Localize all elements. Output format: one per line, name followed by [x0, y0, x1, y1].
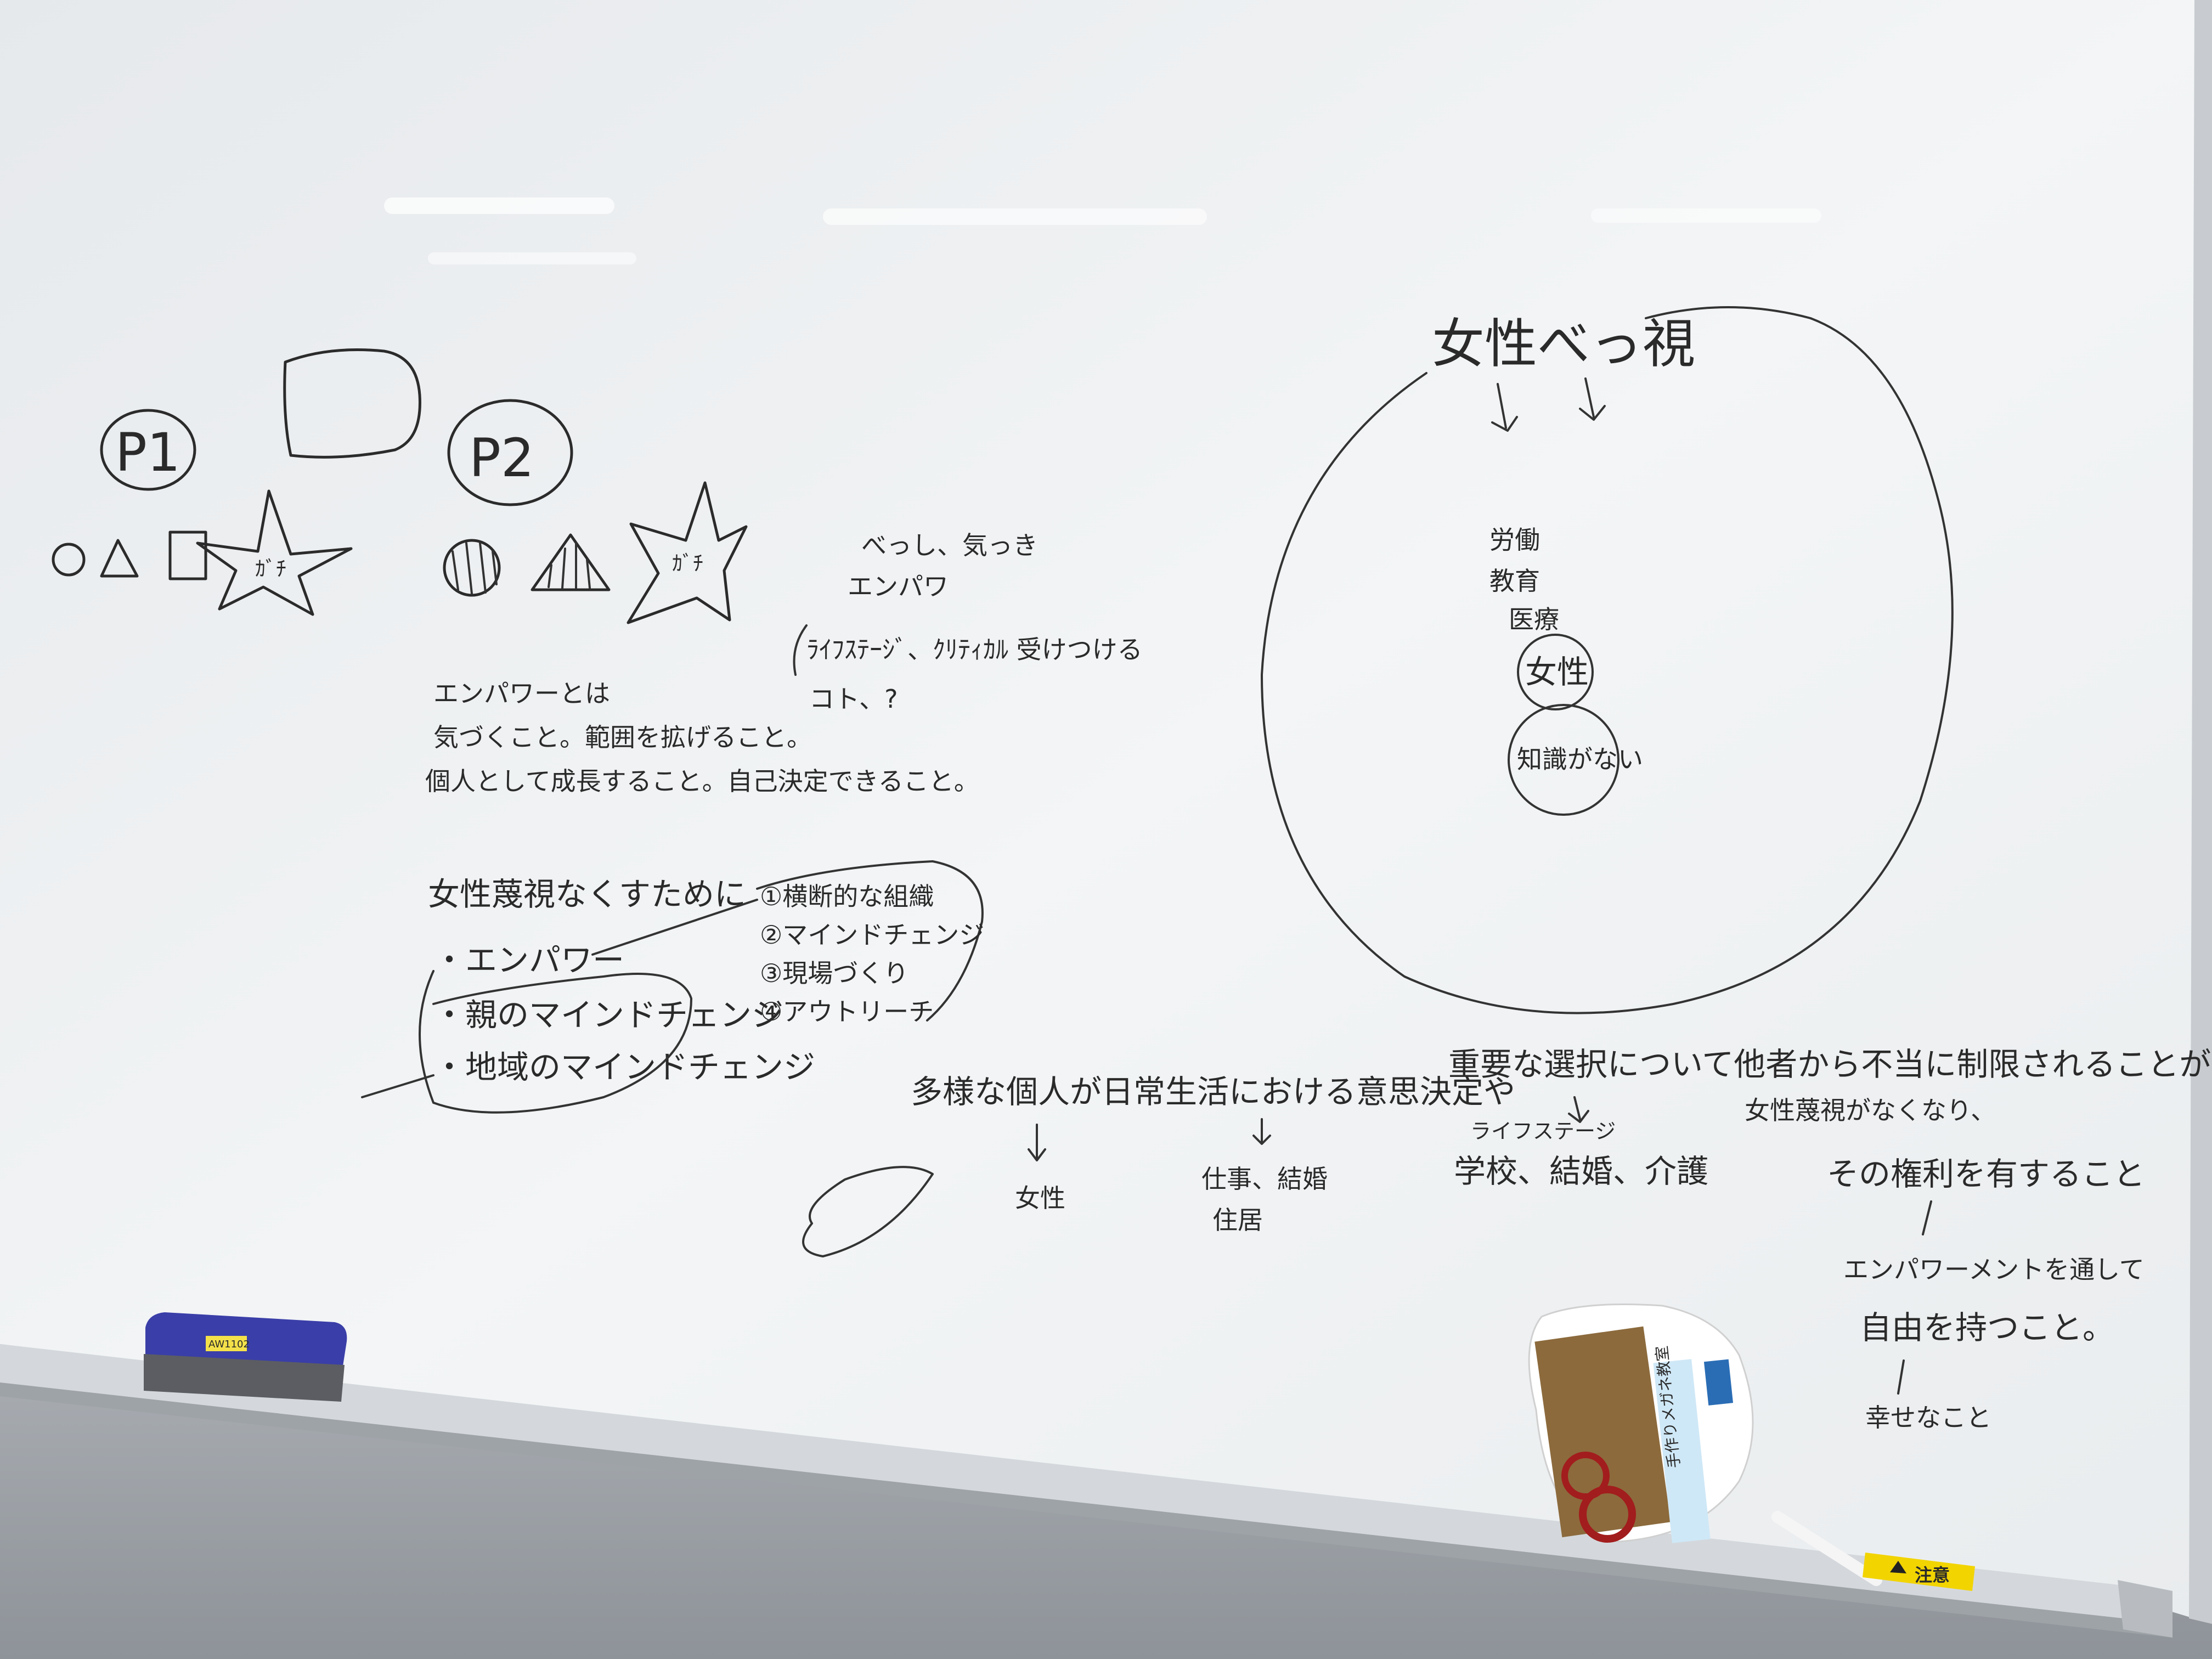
circle-item2: 教育 — [1489, 566, 1540, 596]
board-frame-right — [2189, 0, 2212, 1624]
plan-list3: ③現場づくり — [760, 958, 909, 988]
bottom-right1: その権利を有すること — [1827, 1155, 2145, 1193]
circle-diagram: 女性べっ視 労働 教育 医療 女性 知識がない — [1261, 306, 1954, 1014]
plan-heading: 女性蔑視なくすために — [428, 876, 746, 913]
plan-connector — [361, 899, 758, 1098]
definition-line2: 個人として成長すること。自己決定できること。 — [425, 766, 979, 796]
arrow-down-icon — [1028, 1124, 1046, 1161]
connector-line — [1922, 1200, 1932, 1235]
star-1: ｶﾞﾁ — [196, 489, 353, 616]
star-2-mark: ｶﾞﾁ — [672, 551, 703, 575]
plan-section: 女性蔑視なくすために ・エンパワー ・親のマインドチェンジ ・地域のマインドチェ… — [361, 860, 984, 1114]
arrow-down-icon — [1491, 383, 1518, 432]
list-loop — [756, 860, 984, 1022]
hatched-circle — [443, 539, 501, 597]
caution-sticker: 注意 — [1863, 1553, 1975, 1591]
node-circle-1 — [1517, 634, 1594, 710]
warning-icon — [1890, 1561, 1906, 1573]
bottom-right4: 幸せなこと — [1865, 1403, 1991, 1432]
bottom-right3: 自由を持つこと。 — [1860, 1309, 2114, 1346]
scribble — [802, 1166, 934, 1257]
bottom-under2b: 住居 — [1212, 1205, 1263, 1235]
definition-heading: エンパワーとは — [433, 679, 610, 708]
arrow-down-icon — [1252, 1118, 1271, 1145]
marker-tray — [0, 1344, 2172, 1624]
square-shape — [168, 531, 207, 580]
circle-title: 女性べっ視 — [1432, 313, 1695, 375]
light-reflection — [823, 208, 1207, 225]
glasses-icon — [1579, 1486, 1636, 1543]
whiteboard-surface — [0, 0, 2212, 1624]
plan-bullet1: ・エンパワー — [433, 941, 624, 979]
bottom-sentence2: 重要な選択について他者から不当に制限されることがない — [1448, 1046, 2212, 1083]
p2-label: P2 — [469, 427, 534, 489]
arrow-down-icon — [1568, 1096, 1589, 1123]
center-notes-line2: エンパワ — [848, 572, 949, 601]
bottom-right2: エンパワーメントを通して — [1843, 1255, 2145, 1284]
star-2-shape — [627, 481, 748, 624]
plan-list4: ④アウトリーチ — [760, 997, 934, 1026]
center-notes: べっし、気っき エンパワ ﾗｲﾌｽﾃｰｼﾞ、ｸﾘﾃｨｶﾙ 受けつける コト、? — [793, 531, 1143, 714]
caution-label: 注意 — [1915, 1565, 1950, 1585]
circle-node2: 知識がない — [1517, 744, 1643, 774]
definition-line1: 気づくこと。範囲を拡げること。 — [433, 723, 812, 752]
big-circle — [1261, 306, 1954, 1014]
star-1-mark: ｶﾞﾁ — [255, 557, 286, 581]
rounded-square-shape — [283, 348, 421, 459]
p1-circle — [100, 409, 196, 491]
star-1-shape — [196, 489, 353, 616]
center-notes-line3: ﾗｲﾌｽﾃｰｼﾞ、ｸﾘﾃｨｶﾙ 受けつける — [806, 635, 1143, 664]
bottom-under3: 学校、結婚、介護 — [1454, 1153, 1708, 1190]
plan-loop — [419, 970, 692, 1114]
p1-label: P1 — [115, 422, 180, 483]
p2-group: P2 — [447, 399, 573, 506]
plan-bullet2: ・親のマインドチェンジ — [433, 996, 783, 1034]
p1-group: P1 — [100, 409, 196, 491]
empower-definition: エンパワーとは 気づくこと。範囲を拡げること。 個人として成長すること。自己決定… — [425, 679, 979, 796]
marker-tray-edge — [0, 1383, 2172, 1638]
bottom-under3-small: ライフステージ — [1470, 1119, 1616, 1143]
plan-bullet3: ・地域のマインドチェンジ — [433, 1048, 815, 1086]
p2-circle — [447, 399, 573, 506]
eraser-tag — [206, 1336, 247, 1351]
light-reflection — [1591, 208, 1821, 223]
bottom-under4: 女性蔑視がなくなり、 — [1745, 1096, 1996, 1125]
circle-item1: 労働 — [1489, 525, 1540, 555]
circle-item3: 医療 — [1509, 605, 1559, 634]
eraser[interactable]: AW1102 — [144, 1312, 347, 1402]
bottom-section: 多様な個人が日常生活における意思決定や 重要な選択について他者から不当に制限され… — [802, 1046, 2212, 1432]
bottom-under2: 仕事、結婚 — [1201, 1164, 1328, 1194]
circle-node1: 女性 — [1525, 653, 1589, 691]
connector-line — [1897, 1359, 1905, 1395]
center-notes-line4: コト、? — [809, 684, 898, 714]
light-reflection — [384, 198, 614, 214]
bottom-under1: 女性 — [1015, 1183, 1065, 1213]
tray-end-cap — [2118, 1580, 2172, 1638]
bottom-sentence1: 多様な個人が日常生活における意思決定や — [911, 1073, 1515, 1110]
triangle-shape — [100, 539, 139, 578]
eraser-tag-text: AW1102 — [208, 1339, 250, 1350]
hatched-triangle — [531, 533, 611, 591]
node-circle-2 — [1508, 704, 1620, 816]
center-notes-line1: べっし、気っき — [861, 531, 1038, 560]
circle-shape — [52, 543, 86, 577]
light-reflection — [428, 252, 636, 264]
hand-fan[interactable]: 手作りメガネ教室 — [1528, 1304, 1882, 1586]
plan-list1: ①横断的な組織 — [760, 882, 934, 911]
plan-list2: ②マインドチェンジ — [760, 920, 984, 950]
arrow-down-icon — [1579, 377, 1606, 421]
star-2: ｶﾞﾁ — [627, 481, 748, 624]
bracket — [793, 624, 808, 676]
